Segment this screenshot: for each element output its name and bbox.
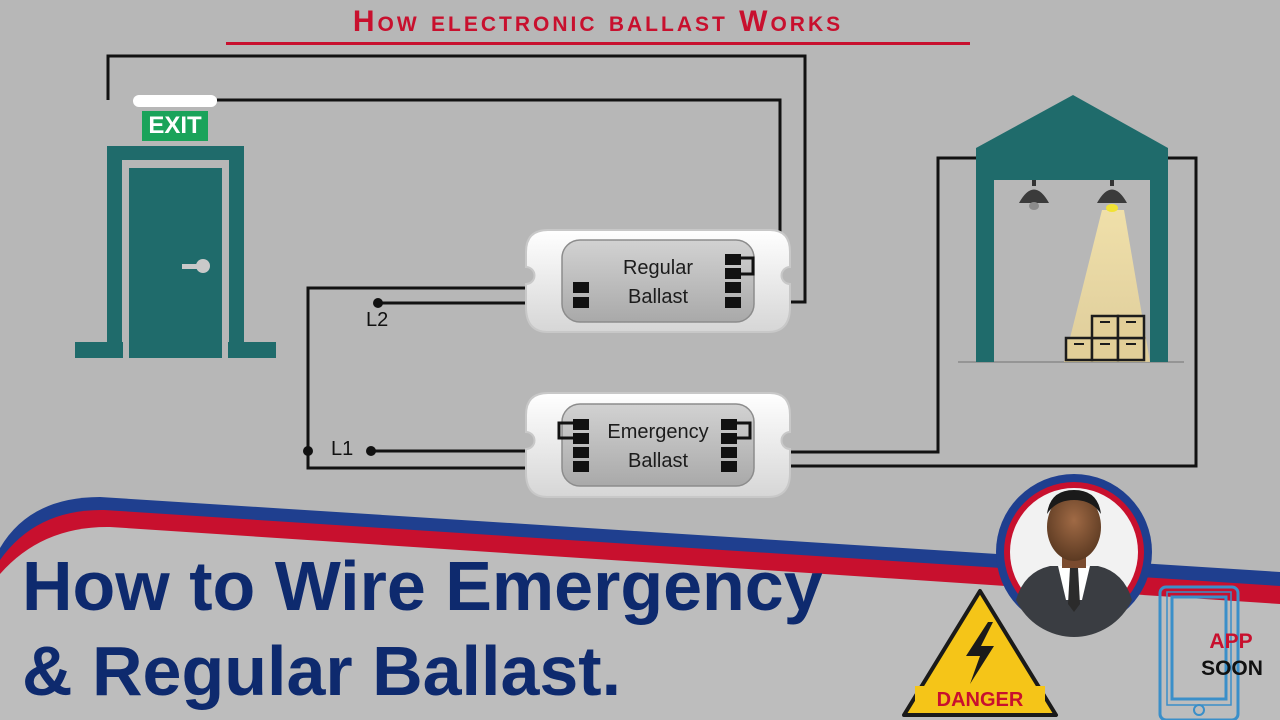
door-icon xyxy=(75,95,276,358)
regular-ballast-line1: Regular xyxy=(622,257,694,279)
danger-label: DANGER xyxy=(936,689,1024,711)
regular-ballast-line2: Ballast xyxy=(627,286,689,308)
boxes-icon xyxy=(1064,314,1146,362)
diagram-title: How electronic ballast Works xyxy=(226,4,970,45)
wire-junctions xyxy=(303,298,383,456)
wire-label-l2: L2 xyxy=(366,309,389,331)
lightning-icon xyxy=(966,622,994,684)
headline-line1: How to Wire Emergency xyxy=(22,547,823,625)
regular-ballast xyxy=(525,229,791,333)
phone-icon xyxy=(1158,585,1240,720)
danger-sign xyxy=(902,589,1058,717)
wire-label-l1: L1 xyxy=(331,438,354,460)
warehouse-icon xyxy=(958,95,1184,363)
exit-sign: EXIT xyxy=(142,111,208,141)
emergency-ballast xyxy=(525,392,791,498)
emergency-ballast-line2: Ballast xyxy=(627,450,689,472)
headline-line2: & Regular Ballast. xyxy=(22,632,622,710)
wires xyxy=(106,54,1198,470)
avatar xyxy=(996,474,1152,637)
emergency-ballast-line1: Emergency xyxy=(607,421,709,443)
app-badge-line2: SOON xyxy=(1201,657,1263,680)
lamp-icon xyxy=(1019,180,1127,212)
app-badge-line1: APP xyxy=(1209,630,1253,653)
